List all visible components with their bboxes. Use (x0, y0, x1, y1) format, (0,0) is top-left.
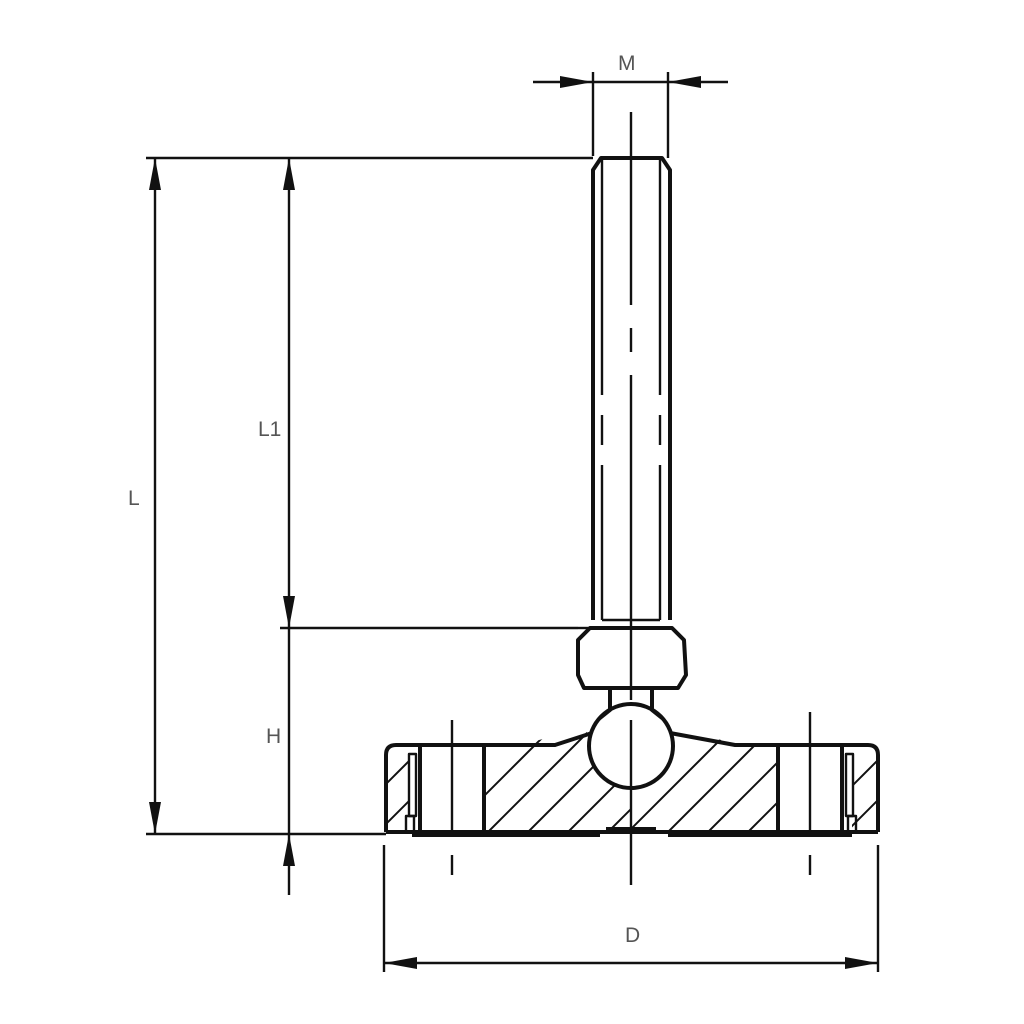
dimension-L1: L1 (258, 158, 295, 628)
ball-joint (587, 688, 675, 790)
dimension-label-M: M (618, 52, 636, 75)
dimension-label-H: H (266, 725, 281, 748)
dimension-label-L1: L1 (258, 418, 281, 441)
extension-lines (146, 156, 593, 836)
dimension-M: M (533, 52, 728, 158)
dimension-D: D (382, 845, 880, 972)
dimension-H: H (266, 628, 295, 895)
hex-nut (576, 626, 688, 690)
dimension-L: L (128, 158, 161, 834)
base-section (384, 712, 880, 875)
dimension-label-D: D (625, 924, 640, 947)
dimension-label-L: L (128, 487, 140, 510)
